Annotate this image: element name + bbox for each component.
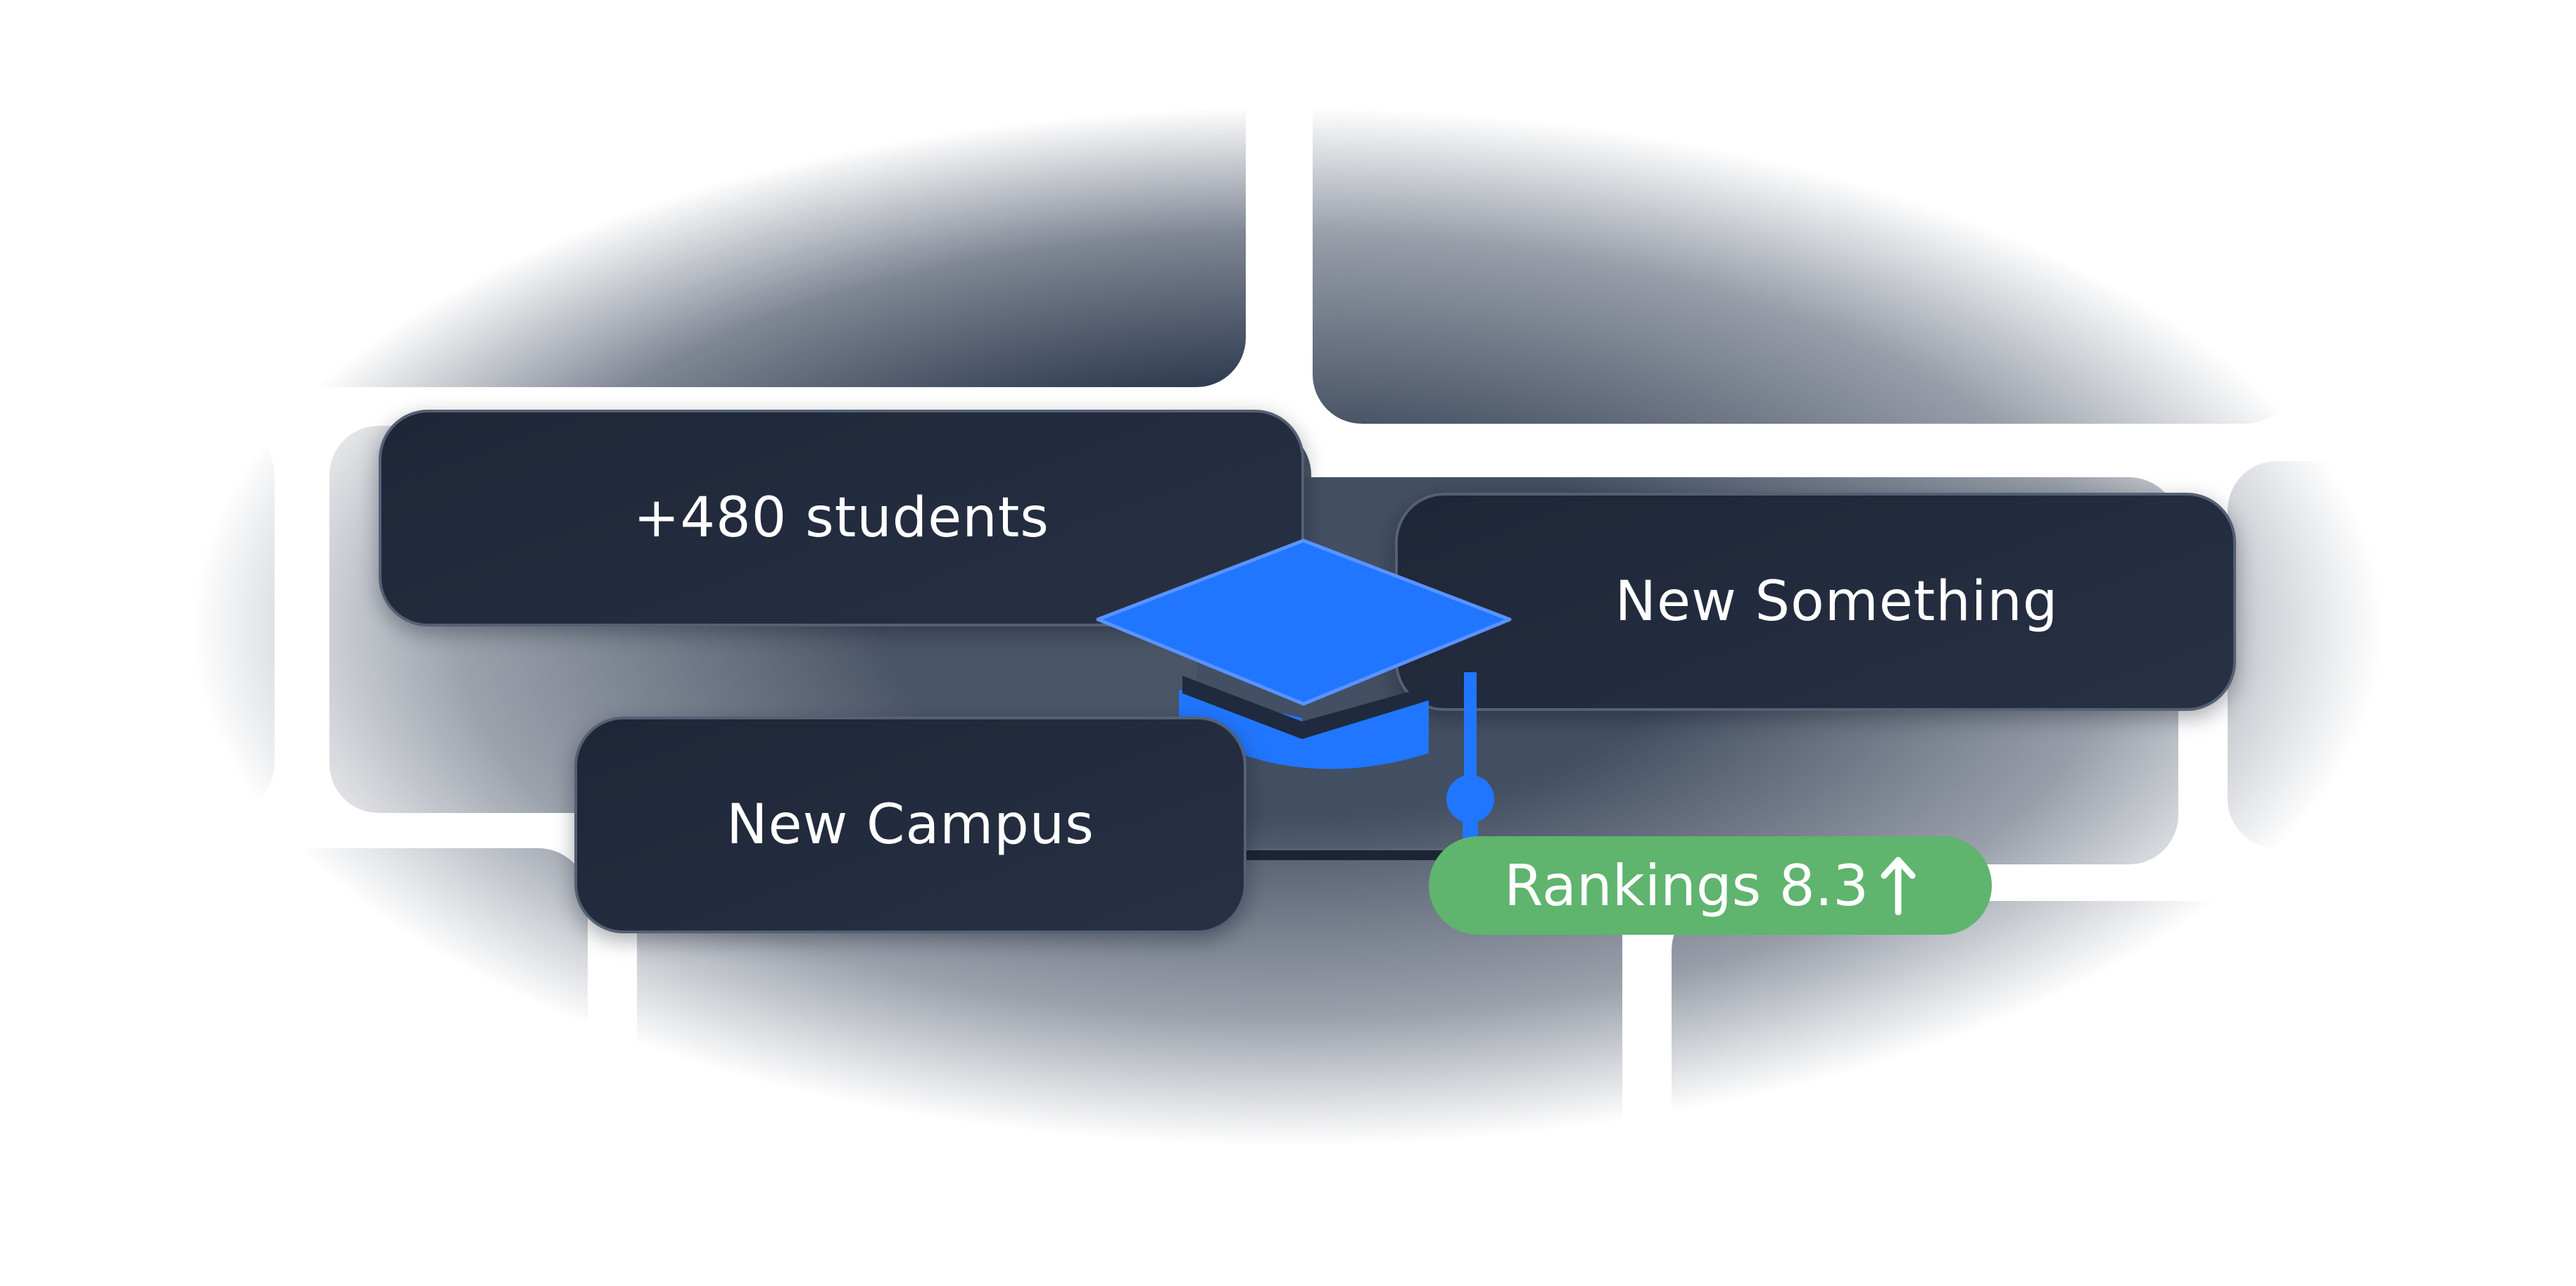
rankings-label: Rankings 8.3 (1504, 852, 1869, 919)
students-card-label: +480 students (633, 486, 1049, 550)
new-campus-card-label: New Campus (726, 793, 1094, 857)
rankings-badge: Rankings 8.3 (1429, 836, 1992, 935)
bg-tile (264, 0, 1246, 387)
new-something-card: New Something (1395, 493, 2236, 711)
bg-tile (2228, 461, 2576, 848)
new-something-card-label: New Something (1615, 570, 2059, 633)
connector-line (1239, 850, 1450, 860)
new-campus-card: New Campus (574, 717, 1246, 933)
bg-tile (0, 848, 588, 1278)
bg-tile (0, 426, 274, 813)
arrow-up-icon (1881, 857, 1916, 915)
bg-tile (1672, 901, 2576, 1286)
students-card: +480 students (379, 410, 1304, 626)
bg-tile (1313, 37, 2294, 424)
